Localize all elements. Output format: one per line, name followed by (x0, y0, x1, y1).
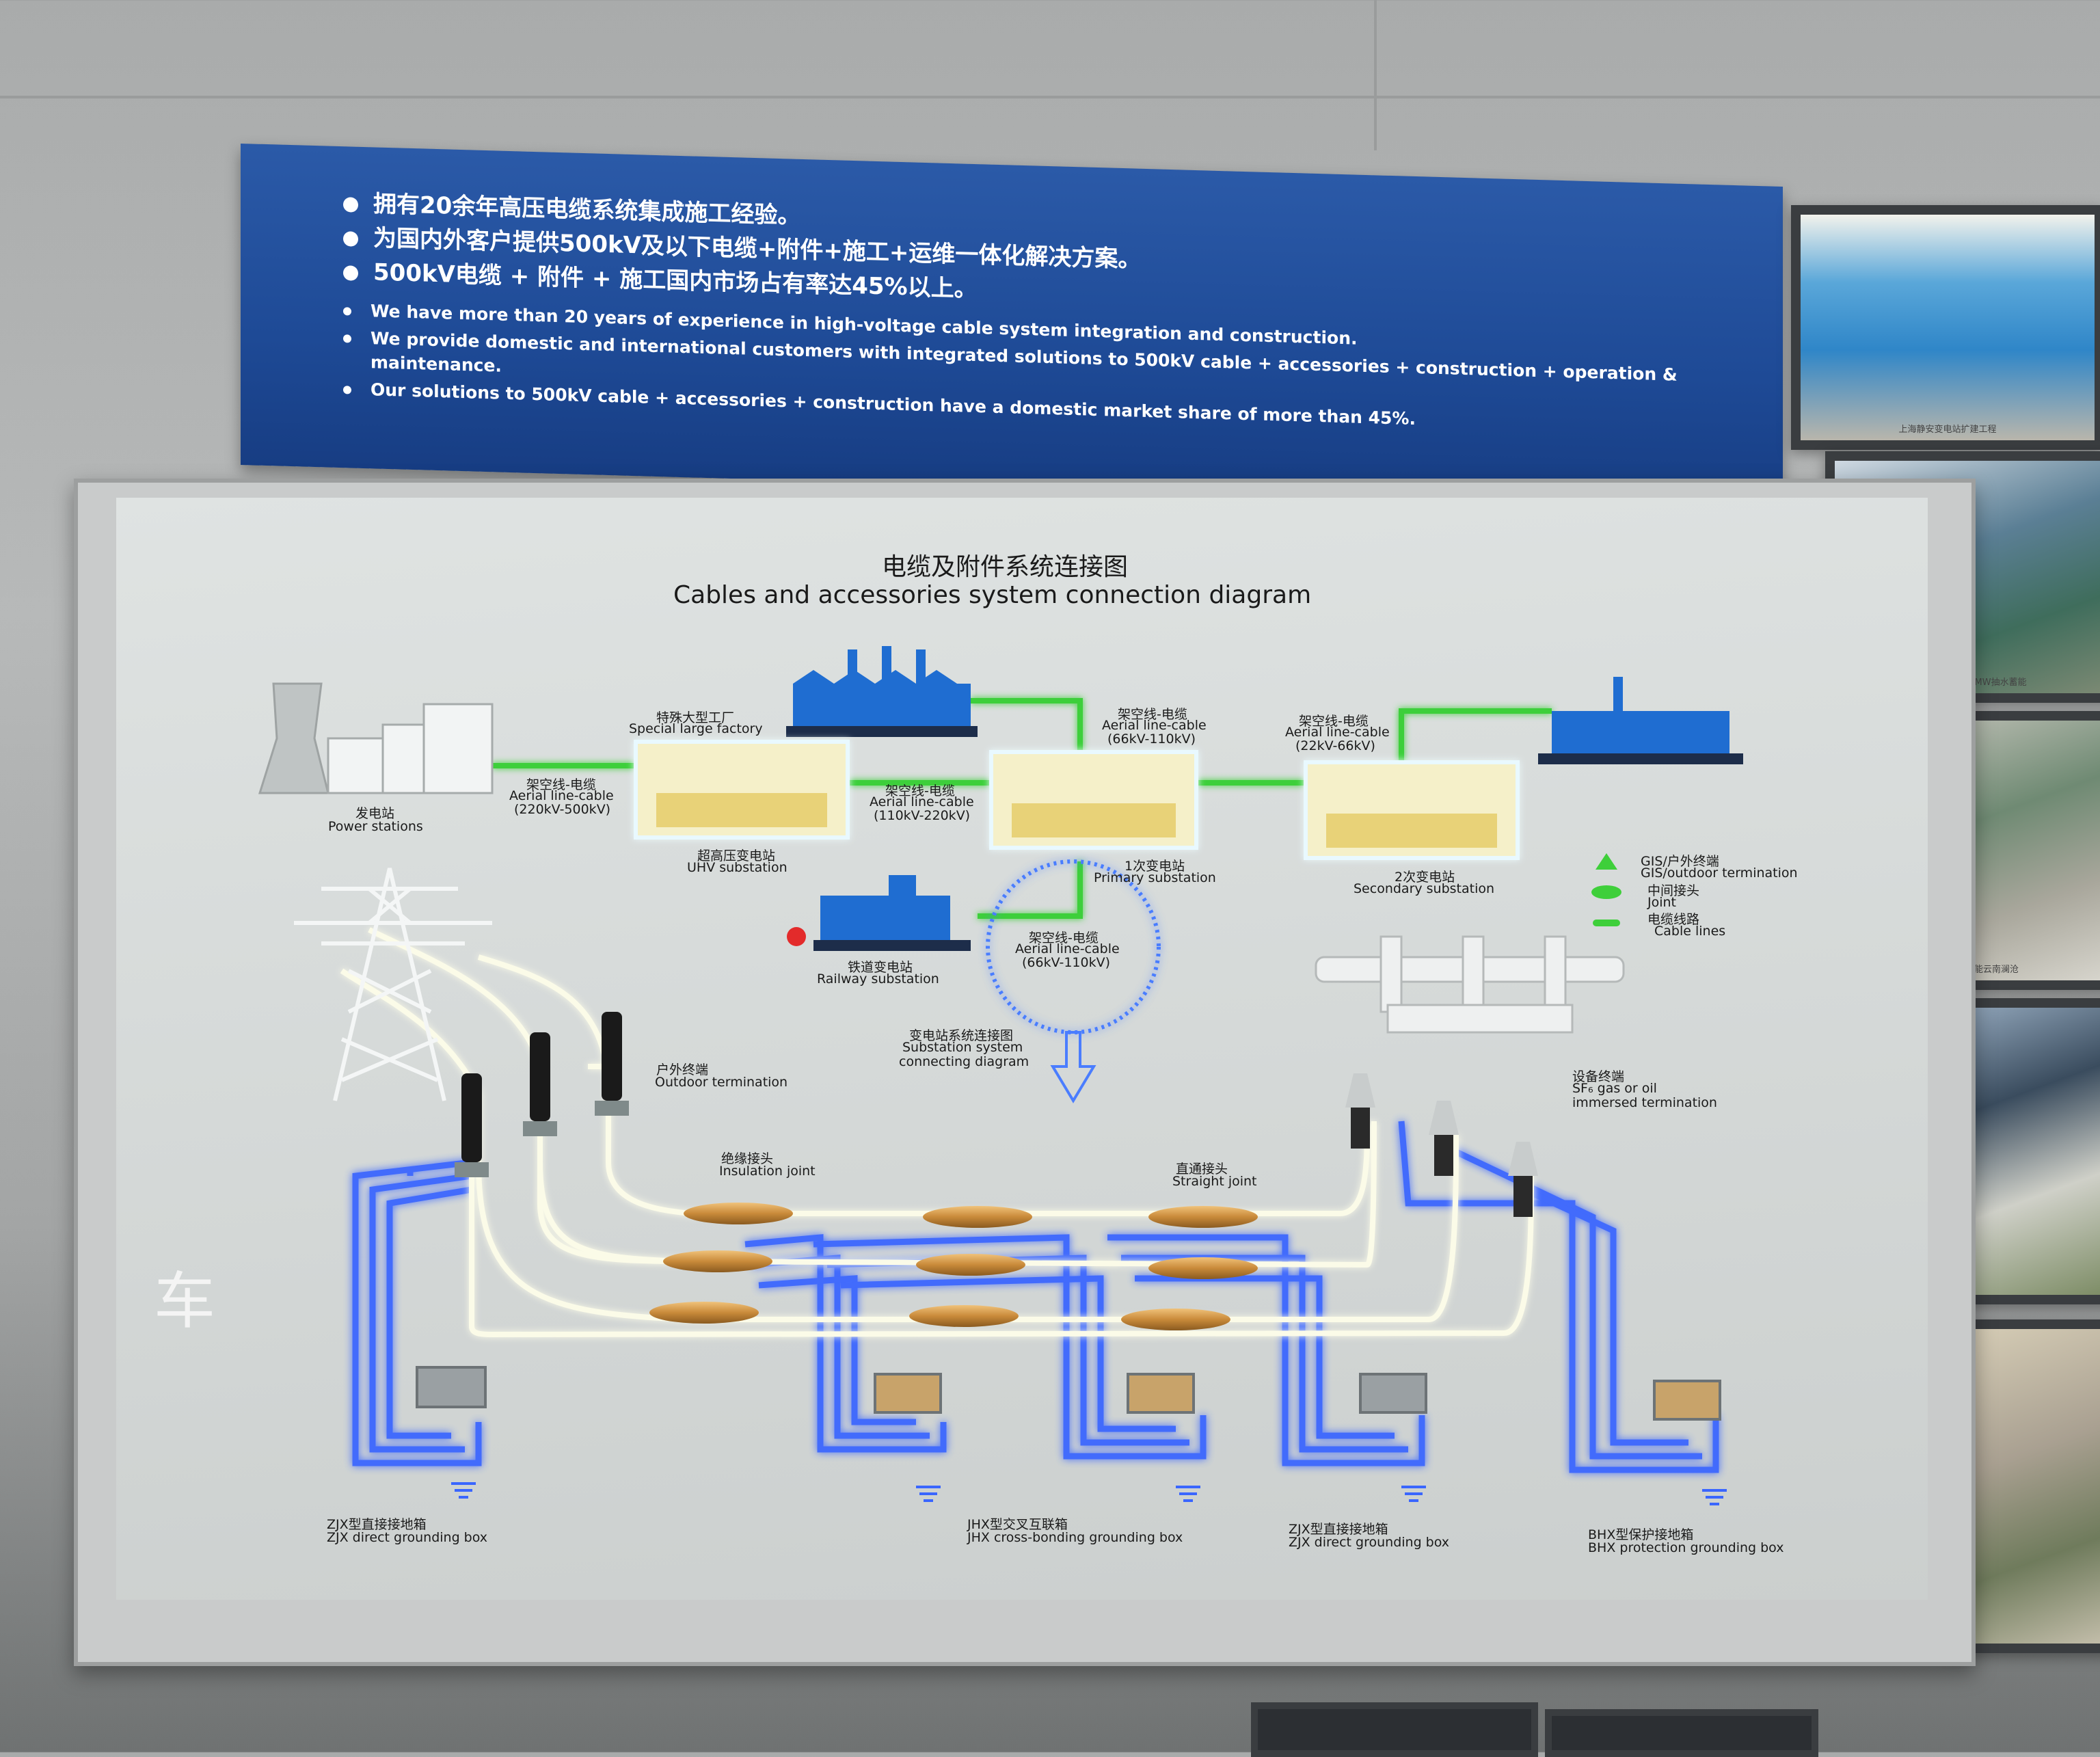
factory-icon (786, 646, 978, 737)
cable-label-cn: 架空线-电缆 (1029, 930, 1099, 945)
secondary-label-en: Secondary substation (1354, 881, 1495, 896)
secondary-label-cn: 2次变电站 (1395, 870, 1455, 885)
substation-diagram-label-en: connecting diagram (899, 1054, 1029, 1069)
power-station-icon (258, 682, 494, 794)
cable-label-cn: 架空线-电缆 (1299, 714, 1369, 729)
legend-lines-cn: 电缆线路 (1647, 912, 1700, 927)
straight-joint-en: Straight joint (1172, 1174, 1257, 1189)
diagram-title-cn: 电缆及附件系统连接图 (882, 553, 1129, 581)
cable-label-en: (66kV-110kV) (1022, 955, 1111, 970)
outdoor-termination-en: Outdoor termination (655, 1075, 788, 1090)
legend-lines-en: Cable lines (1654, 924, 1726, 939)
wall-seam (0, 96, 2100, 98)
power-station-label-cn: 发电站 (355, 806, 395, 821)
aerial-cable-lines (492, 698, 1552, 919)
uhv-label-cn: 超高压变电站 (697, 848, 776, 863)
primary-label-cn: 1次变电站 (1125, 859, 1185, 874)
diagram-title-en: Cables and accessories system connection… (673, 581, 1312, 609)
cable-label-en: Aerial line-cable (509, 788, 614, 803)
substation-diagram-label-cn: 变电站系统连接图 (909, 1028, 1014, 1043)
factory-icon (1538, 677, 1743, 764)
power-station-label-en: Power stations (328, 819, 423, 834)
cable-label-en: Aerial line-cable (1015, 941, 1120, 956)
insulation-joint-cn: 绝缘接头 (721, 1151, 774, 1166)
cable-label-en: Aerial line-cable (870, 794, 974, 809)
cable-label-en: Aerial line-cable (1102, 718, 1207, 733)
down-arrow-icon (1050, 1031, 1096, 1103)
grounding-label-cn: JHX型交叉互联箱 (967, 1517, 1068, 1532)
factory-icon (787, 875, 971, 951)
legend-icons (1591, 853, 1621, 926)
cable-label-en: (66kV-110kV) (1107, 732, 1196, 747)
cable-label-cn: 架空线-电缆 (526, 777, 596, 792)
primary-label-en: Primary substation (1094, 870, 1216, 885)
equipment-termination-en: immersed termination (1572, 1095, 1717, 1110)
cable-label-en: Aerial line-cable (1285, 725, 1390, 740)
cable-label-cn: 架空线-电缆 (885, 783, 955, 799)
substation-diagram-label-en: Substation system (902, 1040, 1023, 1055)
railway-label-cn: 铁道变电站 (848, 960, 913, 975)
legend-gis-en: GIS/outdoor termination (1641, 866, 1798, 881)
insulation-joint-en: Insulation joint (719, 1164, 816, 1179)
straight-joint-cn: 直通接头 (1176, 1162, 1228, 1177)
equipment-termination-cn: 设备终端 (1572, 1069, 1625, 1084)
lower-frame (1251, 1702, 1538, 1757)
termination-icon (455, 1012, 629, 1177)
grounding-box-icon (416, 1366, 1721, 1421)
factory-label-cn: 特殊大型工厂 (656, 710, 735, 725)
uhv-label-en: UHV substation (687, 860, 788, 875)
joint-icon (649, 1203, 1258, 1330)
railway-label-en: Railway substation (817, 971, 939, 987)
grounding-label-en: ZJX direct grounding box (327, 1530, 488, 1545)
cable-label-en: (220kV-500kV) (514, 802, 611, 817)
outdoor-termination-cn: 户外终端 (656, 1062, 709, 1077)
ground-symbol-icon (451, 1482, 1727, 1505)
project-photo: 上海静安变电站扩建工程 (1791, 205, 2100, 450)
termination-icon (1345, 1073, 1538, 1217)
grounding-cable-lines (352, 1121, 1719, 1473)
substation-icon (634, 740, 1520, 860)
wall-seam (1374, 0, 1377, 150)
grounding-label-en: JHX cross-bonding grounding box (967, 1530, 1183, 1545)
wall-glyph: 车 (154, 1265, 215, 1337)
legend-joint-en: Joint (1647, 895, 1676, 910)
equipment-termination-en: SF₆ gas or oil (1572, 1081, 1657, 1096)
gis-equipment-icon (1315, 935, 1625, 1034)
tower-icon (294, 868, 492, 1101)
lower-frame (1545, 1709, 1818, 1757)
factory-label-en: Special large factory (629, 721, 763, 736)
legend-joint-cn: 中间接头 (1647, 883, 1700, 898)
legend-gis-cn: GIS/户外终端 (1641, 854, 1719, 869)
grounding-label-en: BHX protection grounding box (1588, 1540, 1784, 1555)
cable-label-en: (22kV-66kV) (1295, 738, 1375, 753)
grounding-label-cn: ZJX型直接接地箱 (1289, 1522, 1388, 1537)
cable-label-en: (110kV-220kV) (874, 808, 971, 823)
grounding-label-cn: BHX型保护接地箱 (1588, 1527, 1694, 1542)
grounding-label-cn: ZJX型直接接地箱 (327, 1517, 427, 1532)
grounding-label-en: ZJX direct grounding box (1289, 1535, 1450, 1550)
substation-diagram-marker (986, 859, 1161, 1103)
cable-label-cn: 架空线-电缆 (1118, 707, 1187, 722)
